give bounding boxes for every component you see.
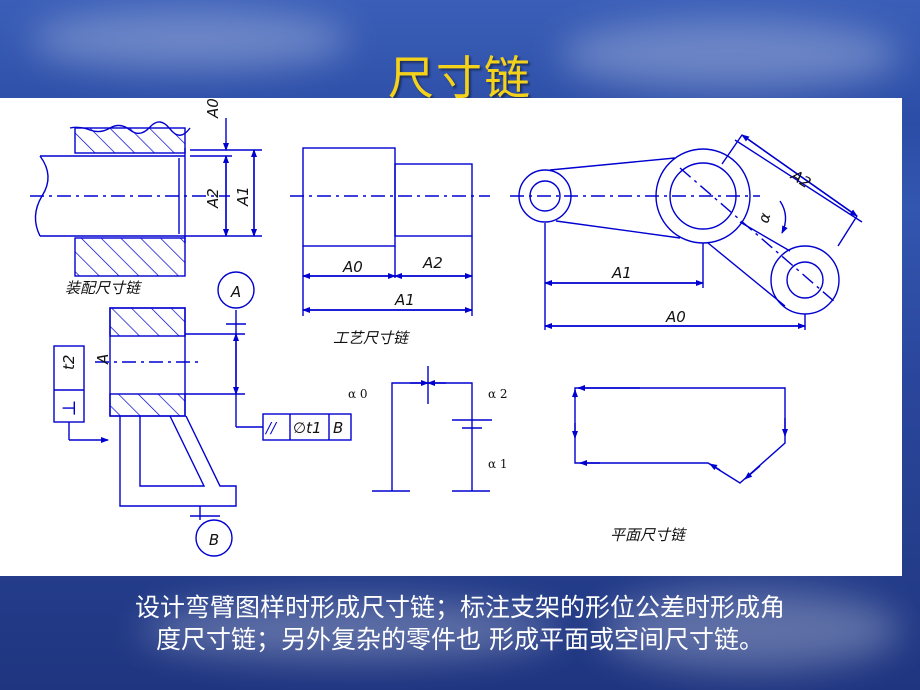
bracket-drawing (53, 271, 352, 557)
arm-dim-a1: A1 (611, 264, 632, 282)
process-caption: 工艺尺寸链 (333, 329, 411, 347)
assembly-caption: 装配尺寸链 (65, 279, 143, 297)
plane-caption: 平面尺寸链 (610, 526, 688, 544)
process-dim-a0: A0 (342, 258, 363, 276)
arm-dim-a0: A0 (665, 308, 686, 326)
par-value: ∅t1 (293, 419, 322, 437)
diagram-panel: A0 A2 A1 装配尺寸链 A0 A2 A1 工艺尺寸链 (0, 98, 902, 576)
diagram-canvas: A0 A2 A1 装配尺寸链 A0 A2 A1 工艺尺寸链 (30, 98, 863, 557)
angle-label-a2: α 2 (488, 387, 508, 401)
assembly-dim-a2: A2 (204, 188, 222, 209)
caption-line-1: 设计弯臂图样时形成尺寸链；标注支架的形位公差时形成角 (134, 593, 785, 622)
bent-arm-drawing (510, 134, 863, 330)
assembly-chain-drawing (30, 118, 262, 277)
perp-symbol: ⊥ (59, 400, 80, 417)
datum-a-label: A (230, 283, 241, 301)
arm-dim-alpha: α (754, 211, 774, 225)
slide-title: 尺寸链 (388, 51, 532, 105)
perp-value: t2 (60, 355, 78, 370)
assembly-dim-a1: A1 (234, 186, 252, 207)
process-chain-drawing (290, 147, 490, 316)
par-datum: B (333, 419, 343, 437)
datum-b-label: B (209, 531, 219, 549)
plane-chain-drawing (572, 385, 788, 484)
caption-line-2: 度尺寸链；另外复杂的零件也 形成平面或空间尺寸链。 (156, 625, 764, 654)
assembly-dim-a0: A0 (204, 98, 222, 119)
process-dim-a1: A1 (394, 291, 415, 309)
perp-datum: A (94, 354, 112, 365)
process-dim-a2: A2 (422, 254, 443, 272)
angle-label-a1: α 1 (488, 457, 508, 471)
slide-caption: 设计弯臂图样时形成尺寸链；标注支架的形位公差时形成角 度尺寸链；另外复杂的零件也… (20, 592, 900, 656)
angle-label-a0: α 0 (348, 387, 368, 401)
par-symbol: // (264, 419, 278, 437)
angle-chain-drawing (372, 366, 492, 492)
